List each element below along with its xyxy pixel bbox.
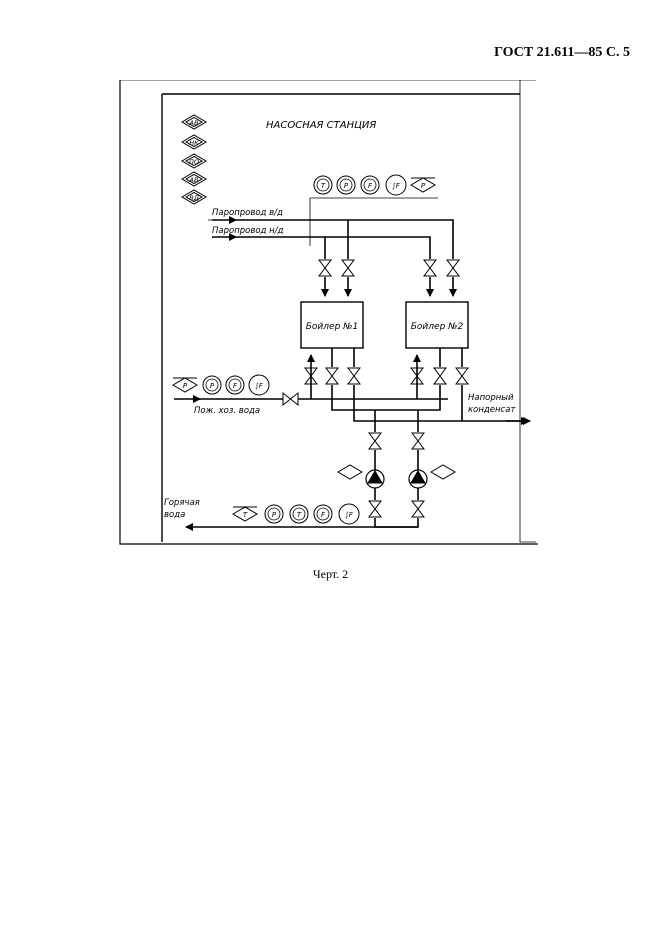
valves [282,259,469,518]
valve-icon [455,367,469,385]
bottom-instruments: T P T F ∫F [232,503,360,525]
legend-code: ВД [189,194,199,202]
legend-code: НК [189,139,199,147]
pump-1-indicator-icon [337,464,363,480]
boiler-label: Бойлер №2 [411,322,464,332]
valve-icon [433,367,447,385]
instrument-icon: T [313,175,333,195]
valve-icon [368,500,382,518]
svg-text:T: T [297,511,302,519]
drawing-frame [119,79,538,545]
pump-2 [408,469,428,489]
legend-code: ПО [189,158,199,166]
instrument-icon: F [225,375,245,395]
top-instruments: T P F ∫F P [313,174,436,196]
valve-icon [347,367,361,385]
legend-item: ВД [181,189,207,205]
legend-item: АВ [181,114,207,130]
left-instruments: P P F ∫F [172,374,270,396]
valve-icon [282,391,299,407]
pump-1 [365,469,385,489]
piping [185,197,531,531]
diagram-title: НАСОСНАЯ СТАНЦИЯ [266,120,376,131]
pump-2-indicator-icon [430,464,456,480]
valve-icon [411,500,425,518]
instrument-icon: ∫F [385,174,407,196]
valve-icon [318,259,332,277]
pump-icon [367,470,383,484]
svg-text:P: P [210,382,215,390]
instrument-icon: ∫F [338,503,360,525]
steam-hp-label: Паропровод в/д [212,208,283,218]
valve-icon [304,367,318,385]
boiler-2: Бойлер №2 [405,301,469,349]
pump-station-diagram: НАСОСНАЯ СТАНЦИЯ АВ НК ПО АВ ВД T [119,79,538,545]
instrument-icon: P [172,377,198,393]
condensate-label-1: Напорный [468,393,514,403]
instrument-icon: P [202,375,222,395]
valve-icon [341,259,355,277]
svg-text:F: F [233,382,238,390]
svg-text:P: P [183,382,188,390]
instrument-icon: F [360,175,380,195]
legend-item: ПО [181,153,207,169]
valve-icon [325,367,339,385]
svg-text:P: P [344,182,349,190]
legend: АВ НК ПО АВ ВД [181,114,207,205]
instrument-icon: T [232,506,258,522]
hot-water-label-1: Горячая [164,498,200,508]
instrument-icon: P [336,175,356,195]
boiler-1: Бойлер №1 [300,301,364,349]
svg-text:T: T [321,182,326,190]
instrument-icon: T [289,504,309,524]
valve-icon [423,259,437,277]
boiler-label: Бойлер №1 [306,322,358,332]
valve-icon [410,367,424,385]
legend-item: НК [181,134,207,150]
document-header: ГОСТ 21.611—85 С. 5 [494,45,630,60]
steam-lp-label: Паропровод н/д [212,226,284,236]
svg-text:F: F [368,182,373,190]
svg-text:P: P [272,511,277,519]
condensate-label-2: конденсат [468,405,516,415]
valve-icon [446,259,460,277]
instrument-icon: P [410,177,436,193]
svg-text:∫F: ∫F [392,182,401,190]
legend-item: АВ [181,171,207,187]
instrument-icon: ∫F [248,374,270,396]
valve-icon [411,432,425,450]
legend-code: АВ [189,119,199,127]
svg-text:F: F [321,511,326,519]
svg-text:T: T [243,511,248,519]
pump-icon [410,470,426,484]
svg-text:P: P [421,182,426,190]
water-in-label: Пож. хоз. вода [194,406,260,416]
valve-icon [368,432,382,450]
schematic-figure: НАСОСНАЯ СТАНЦИЯ АВ НК ПО АВ ВД T [118,79,538,548]
hot-water-label-2: вода [164,510,185,520]
svg-text:∫F: ∫F [345,511,354,519]
figure-caption: Черт. 2 [312,567,349,581]
legend-code: АВ [189,176,199,184]
instrument-icon: F [313,504,333,524]
instrument-icon: P [264,504,284,524]
svg-text:∫F: ∫F [255,382,264,390]
